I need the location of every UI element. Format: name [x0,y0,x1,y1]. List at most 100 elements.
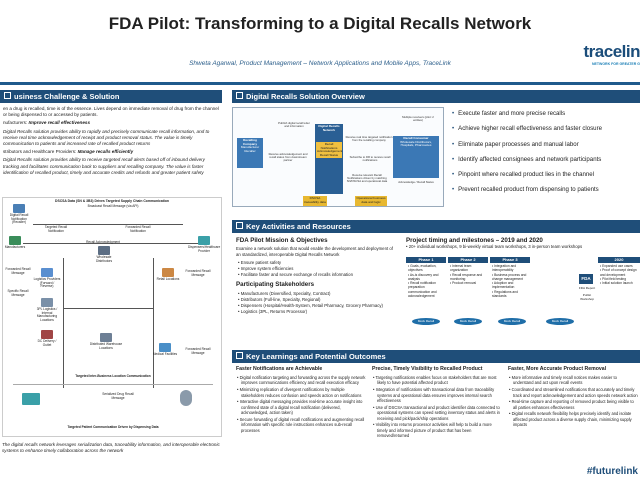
manufacturers-label: nufacturers: [3,120,28,126]
mock-recall-badge: Mock Recall [546,318,574,325]
connector [153,258,154,388]
poster-authors: Shweta Agarwal, Product Management – Net… [189,60,451,67]
learning-item: Real-time capture and reporting of remov… [508,399,638,410]
learning-item: Visibility into returns processor activi… [372,422,502,438]
recalling-company-box: Recalling Company Manufacturer Recaller [237,138,263,168]
objective-item: Improve system efficiencies [238,266,398,272]
factory-icon [9,236,21,245]
stakeholder-item: Distributors (Full-line, Specialty, Regi… [238,297,398,303]
mission-text: Examine a network solution that would en… [236,245,393,257]
benefit-item: Identify affected consignees and network… [452,156,640,163]
3pl-node: 3PL Logistics / Internal Manufacturing L… [33,298,61,322]
objective-item: Ensure patient safety [238,260,398,266]
hashtag: #futurelink [586,466,638,477]
learning-column-3: Faster, More Accurate Product Removal Mo… [508,366,638,429]
ack-status-label: Acknowledge / Recall Status [398,180,434,184]
timeline: Phase 1 Goals, evaluation, objectivesAs-… [406,257,640,341]
mock-recall-badge: Mock Recall [498,318,526,325]
learning-item: Digital notification targeting and forwa… [236,375,366,386]
objective-item: Facilitate faster and secure exchange of… [238,272,398,278]
learning-item: Coordinated and streamlined notification… [508,387,638,398]
distributors-text: Digital Recalls solution provides abilit… [3,157,205,175]
pharmacy-node-2 [18,393,44,406]
business-heading: usiness Challenge & Solution [0,90,222,103]
network-box: Digital Recalls Network Recall Notificat… [315,124,343,194]
phase-1: Phase 1 Goals, evaluation, objectivesAs-… [406,257,446,341]
tracelink-logo: tracelin NETWORK FOR GREATER G [574,42,640,66]
stakeholder-item: Dispensers (Hospital/Health-System, Reta… [238,303,398,309]
learning-item: Integration of notifications with transa… [372,387,502,403]
dispensers-node: Dispensers/Healthcare Provider [188,236,220,253]
benefit-item: Prevent recalled product from dispensing… [452,186,640,193]
fda-logo: FDA [579,274,593,284]
objectives-list: Ensure patient safety Improve system eff… [236,260,398,278]
operational-chip: Operational business data and logic [355,196,387,206]
outlet-icon [41,330,53,339]
benefit-item: Eliminate paper processes and manual lab… [452,141,640,148]
learning-item: Minimizing replication of divergent noti… [236,387,366,398]
stakeholder-item: Manufacturers (Diversified, Specialty, C… [238,291,398,297]
hospital-icon [159,343,171,352]
business-section: usiness Challenge & Solution en a drug i… [0,90,222,480]
benefit-item: Execute faster and more precise recalls [452,110,640,117]
learning-column-1: Faster Notifications are Achievable Digi… [236,366,366,435]
store-icon [162,268,174,277]
manufacturers-text: Digital Recalls solution provides abilit… [3,128,210,146]
warehouse-icon [100,333,112,342]
receive-ack-label: Receive acknowledgement and recall statu… [268,152,308,163]
learning-column-2: Precise, Timely Visibility to Recalled P… [372,366,502,440]
patient-icon [180,390,192,406]
receive-targeted-label: Receive real time targeted notification … [345,135,393,143]
fda-text: FDA Report Public Workshop [578,286,596,302]
learning-item: Targeting notifications enables focus on… [372,375,502,386]
mock-recall-badge: Mock Recall [412,318,440,325]
overview-heading: Digital Recalls Solution Overview [232,90,640,103]
connector [63,258,64,388]
digital-recall-node: Digital Recall Notification (Recaller) [5,204,33,225]
overview-benefits: Execute faster and more precise recalls … [452,110,640,202]
ack-node: Recall Acknowledgment [86,240,120,244]
divider [13,384,213,385]
benefit-item: Pinpoint where recalled product lies in … [452,171,640,178]
overview-diagram: Publish digital recall letter and inform… [232,107,444,207]
recall-consumer-box: Recall Consumer Wholesale Distributors, … [393,136,439,178]
subscribe-label: Subscribe to DR to receive recall notifi… [349,155,391,163]
fwd-msg-node-3: Forwarded Recall Message [185,347,211,355]
timeline-sub: • 20+ individual workshops, 9 bi-weekly … [406,244,583,249]
distributors-line: stributors and Healthcare Providers: Man… [3,149,219,155]
learning-item: More informative and timely recall notic… [508,375,638,386]
multiple-label: Multiple receivers (pilot: 2 entities) [402,115,434,123]
fwd-msg-node: Forwarded Recall Message [5,267,31,275]
learnings-heading: Key Learnings and Potential Outcomes [232,350,640,363]
forwarded-node: Forwarded Recall Notification [125,225,151,233]
building-icon [41,298,53,307]
overview-section: Digital Recalls Solution Overview Publis… [232,90,640,215]
learning-item: Digital recalls network flexibility help… [508,411,638,427]
truck-icon [41,268,53,277]
manufacturers-node: Manufacturers [3,236,27,250]
phase-2: Phase 2 Internal team organizationRecall… [448,257,488,341]
learnings-section: Key Learnings and Potential Outcomes Fas… [232,350,640,480]
specific-node: Specific Recall Message [7,289,29,297]
manufacturers-line: nufacturers: Improve recall effectivenes… [3,120,219,126]
header-rule [0,82,640,85]
diagram-title: DSCSA Data (SN & 3B3) Drives Targeted Su… [55,199,169,203]
learning-item: Secure forwarding of digital recall noti… [236,417,366,433]
learning-item: Use of DSCSA transactional and product i… [372,405,502,421]
business-footer: The digital recalls network leverages se… [2,442,220,454]
distributors-goal: Manage recalls efficiently [77,149,134,155]
dc-node: DC Delivery / Outlet [33,330,61,347]
recall-notifications-chip: Recall Notifications Acknowledgement Rec… [316,142,343,159]
fwd-msg-node-2: Forwarded Recall Message [185,269,211,277]
diagram-caption: Targeted Inter-Business Location Communi… [75,374,151,378]
benefit-item: Achieve higher recall effectiveness and … [452,125,640,132]
pharmacy-icon [198,236,210,245]
learning-item: Interactive digital messaging provides r… [236,399,366,415]
mission-block: FDA Pilot Mission & Objectives Examine a… [236,237,398,318]
phase-3: Phase 3 Integration and interoperability… [490,257,530,341]
stakeholders-list: Manufacturers (Diversified, Specialty, C… [236,291,398,315]
stakeholder-item: Logistics (3PL, Returns Processor) [238,309,398,315]
dscsa-chip: DSCSA traceability data [303,196,327,206]
manufacturers-goal: Improve recall effectiveness [28,120,91,126]
patient-node [173,390,199,407]
